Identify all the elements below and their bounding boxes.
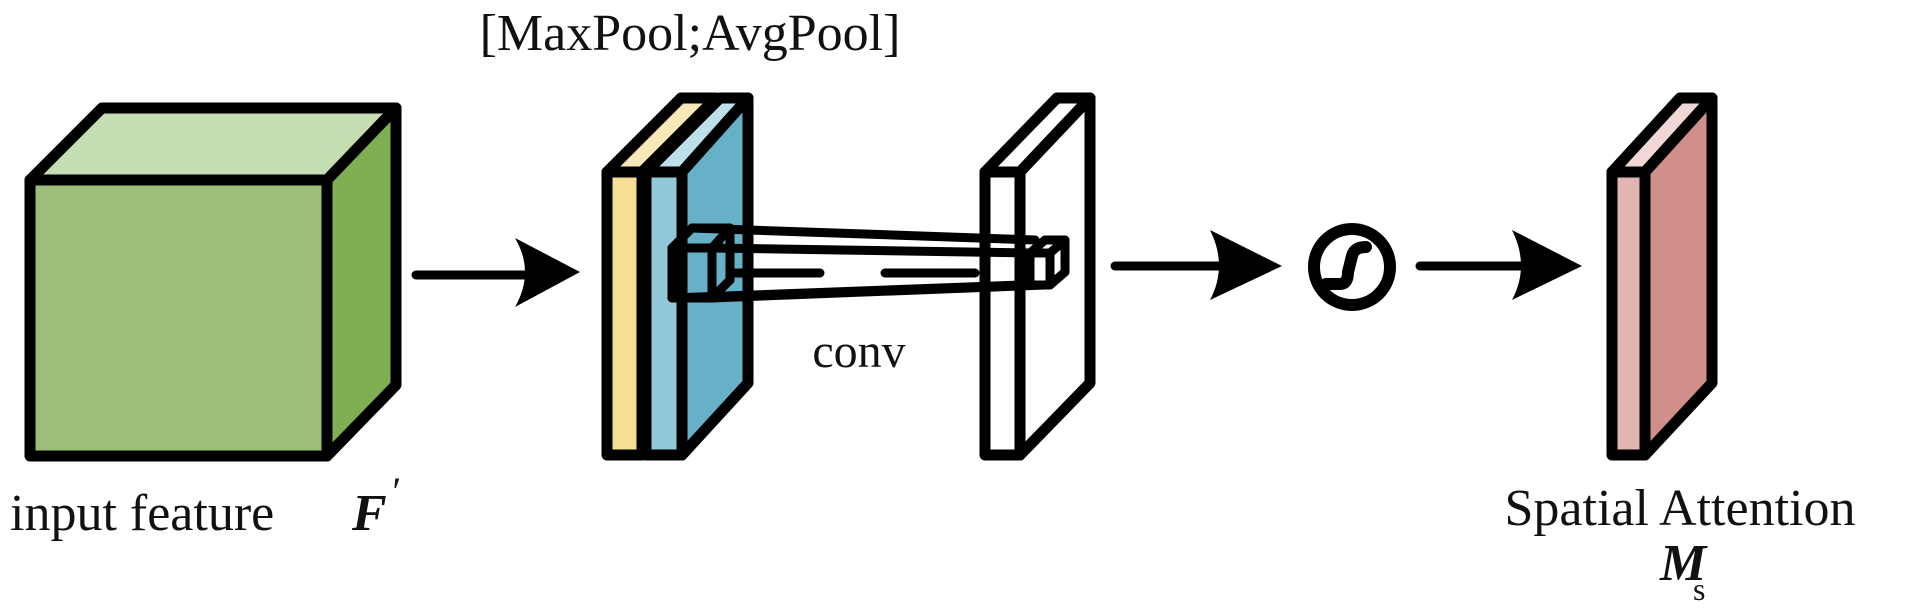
spatial-attention-text: Spatial Attention	[1505, 480, 1856, 537]
input-feature-label: input feature F ′	[10, 469, 400, 542]
arrow-input-to-pool	[411, 238, 580, 307]
conv-kernel-projection	[667, 223, 1070, 303]
conv-slab-front	[979, 166, 1026, 461]
input-feature-cube	[24, 102, 402, 462]
cube-front-face	[24, 174, 333, 462]
conv-label: conv	[812, 325, 905, 378]
sigmoid-icon	[1308, 223, 1396, 311]
conv-output-slab	[979, 92, 1096, 461]
yellow-slab-front	[601, 166, 648, 461]
blue-slab-front	[640, 166, 688, 461]
output-slab-front	[1606, 166, 1651, 461]
input-feature-symbol: F	[351, 485, 387, 542]
spatial-attention-slab	[1606, 92, 1718, 461]
input-feature-prime: ′	[390, 469, 400, 514]
spatial-attention-symbol: M	[1659, 535, 1708, 592]
input-feature-text: input feature	[10, 485, 274, 542]
arrow-sigmoid-to-output	[1415, 230, 1582, 300]
spatial-attention-subscript: s	[1693, 571, 1705, 607]
spatial-attention-label: Spatial Attention M s	[1505, 480, 1856, 607]
pool-label: [MaxPool;AvgPool]	[480, 5, 901, 62]
arrow-conv-to-sigmoid	[1110, 230, 1282, 300]
